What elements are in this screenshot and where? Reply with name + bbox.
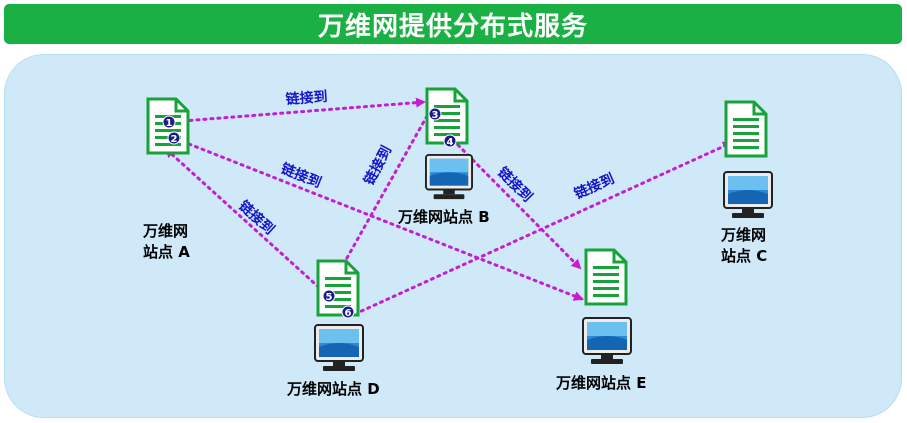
link-label-a-b: 链接到 <box>285 88 328 108</box>
arrow-d-to-a <box>164 147 326 294</box>
computer-icon <box>314 324 364 372</box>
link-label-b-d: 链接到 <box>361 143 396 188</box>
site-d-label: 万维网站点 D <box>286 380 380 398</box>
computer-icon <box>582 317 632 365</box>
svg-text:4: 4 <box>447 137 454 148</box>
site-c-label-line2: 站点 C <box>721 247 767 265</box>
svg-text:2: 2 <box>171 134 178 145</box>
site-a-label-line2: 站点 A <box>143 243 190 261</box>
arrow-d-to-c <box>353 141 733 316</box>
arrow-b-to-d <box>332 114 429 283</box>
site-e-label: 万维网站点 E <box>555 374 646 392</box>
badge-2: 2 <box>167 131 181 145</box>
title-bar: 万维网提供分布式服务 <box>4 4 902 44</box>
svg-text:6: 6 <box>345 308 352 319</box>
document-icon <box>724 100 768 158</box>
computer-icon <box>723 171 773 219</box>
arrows <box>164 97 733 316</box>
arrow-a-to-e <box>187 142 584 301</box>
arrow-b-to-e <box>456 143 582 270</box>
badge-1: 1 <box>162 115 176 129</box>
link-label-b-e: 链接到 <box>494 164 536 206</box>
svg-text:3: 3 <box>432 110 439 121</box>
arrow-a-to-b <box>181 97 426 123</box>
site-a-label-line1: 万维网 <box>142 222 188 240</box>
page-title: 万维网提供分布式服务 <box>317 11 588 42</box>
svg-text:1: 1 <box>166 118 173 129</box>
badge-5: 5 <box>322 289 336 303</box>
site-b-label: 万维网站点 B <box>397 208 490 226</box>
computer-icon <box>424 153 474 201</box>
badge-3: 3 <box>428 107 442 121</box>
document-icon <box>584 248 628 306</box>
site-c-label-line1: 万维网 <box>720 226 766 244</box>
badge-6: 6 <box>341 305 355 319</box>
badge-4: 4 <box>443 134 457 148</box>
svg-text:5: 5 <box>326 292 333 303</box>
